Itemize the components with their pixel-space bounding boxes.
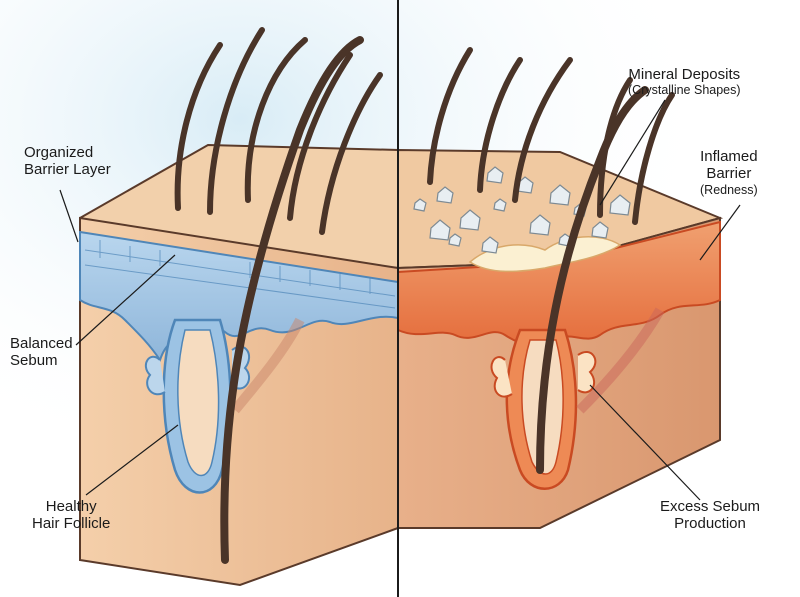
healthy-barrier-cells (84, 240, 396, 309)
crystal-icon (493, 198, 507, 212)
leader-balanced-sebum (75, 254, 176, 346)
hair-strand-icon (287, 52, 353, 221)
crystal-icon (429, 219, 451, 241)
crystal-icon (529, 214, 551, 236)
crystal-icon (549, 184, 571, 206)
hair-strand-icon (477, 57, 523, 193)
crystal-icon (413, 198, 427, 212)
crystal-icon (591, 221, 609, 239)
crystal-icon (486, 166, 504, 184)
excess-sebum (468, 236, 622, 273)
excess-sebum-lobes (490, 351, 597, 398)
inflamed-arrector-muscle (576, 307, 665, 414)
leader-healthy-follicle (85, 424, 179, 496)
healthy-follicle-inner (177, 329, 220, 477)
hair-strand-icon (174, 42, 223, 211)
hair-strand-icon (319, 72, 383, 235)
label-inflamed-barrier: Inflamed Barrier (Redness) (700, 148, 758, 197)
hair-strand-icon (427, 47, 473, 185)
hair-strand-icon (632, 92, 675, 225)
label-healthy-hair-follicle: Healthy Hair Follicle (32, 498, 111, 533)
healthy-skin-block (79, 143, 399, 587)
crystal-icon (609, 194, 631, 216)
crystal-icon (481, 236, 499, 254)
label-mineral-deposits: Mineral Deposits (Crystalline Shapes) (628, 66, 741, 98)
crystal-icon (436, 186, 454, 204)
crystal-icon (459, 209, 481, 231)
leader-lines (59, 99, 741, 501)
leader-mineral-deposits (599, 99, 666, 206)
hair-strand-icon (512, 57, 573, 203)
label-excess-sebum-production: Excess Sebum Production (660, 498, 761, 533)
crystal-icon (448, 233, 462, 247)
hair-strand-icon (207, 27, 265, 215)
leader-organized-barrier (59, 189, 79, 243)
hair-strands (174, 27, 675, 564)
hair-strand-icon (536, 86, 649, 474)
label-balanced-sebum: Balanced Sebum (10, 335, 73, 370)
label-organized-barrier-layer: Organized Barrier Layer (24, 144, 111, 179)
hair-strand-icon (220, 36, 364, 564)
leader-excess-sebum (589, 384, 701, 501)
healthy-arrector-muscle (231, 317, 305, 414)
hair-strand-icon (244, 37, 308, 203)
leader-inflamed-barrier (699, 204, 741, 261)
